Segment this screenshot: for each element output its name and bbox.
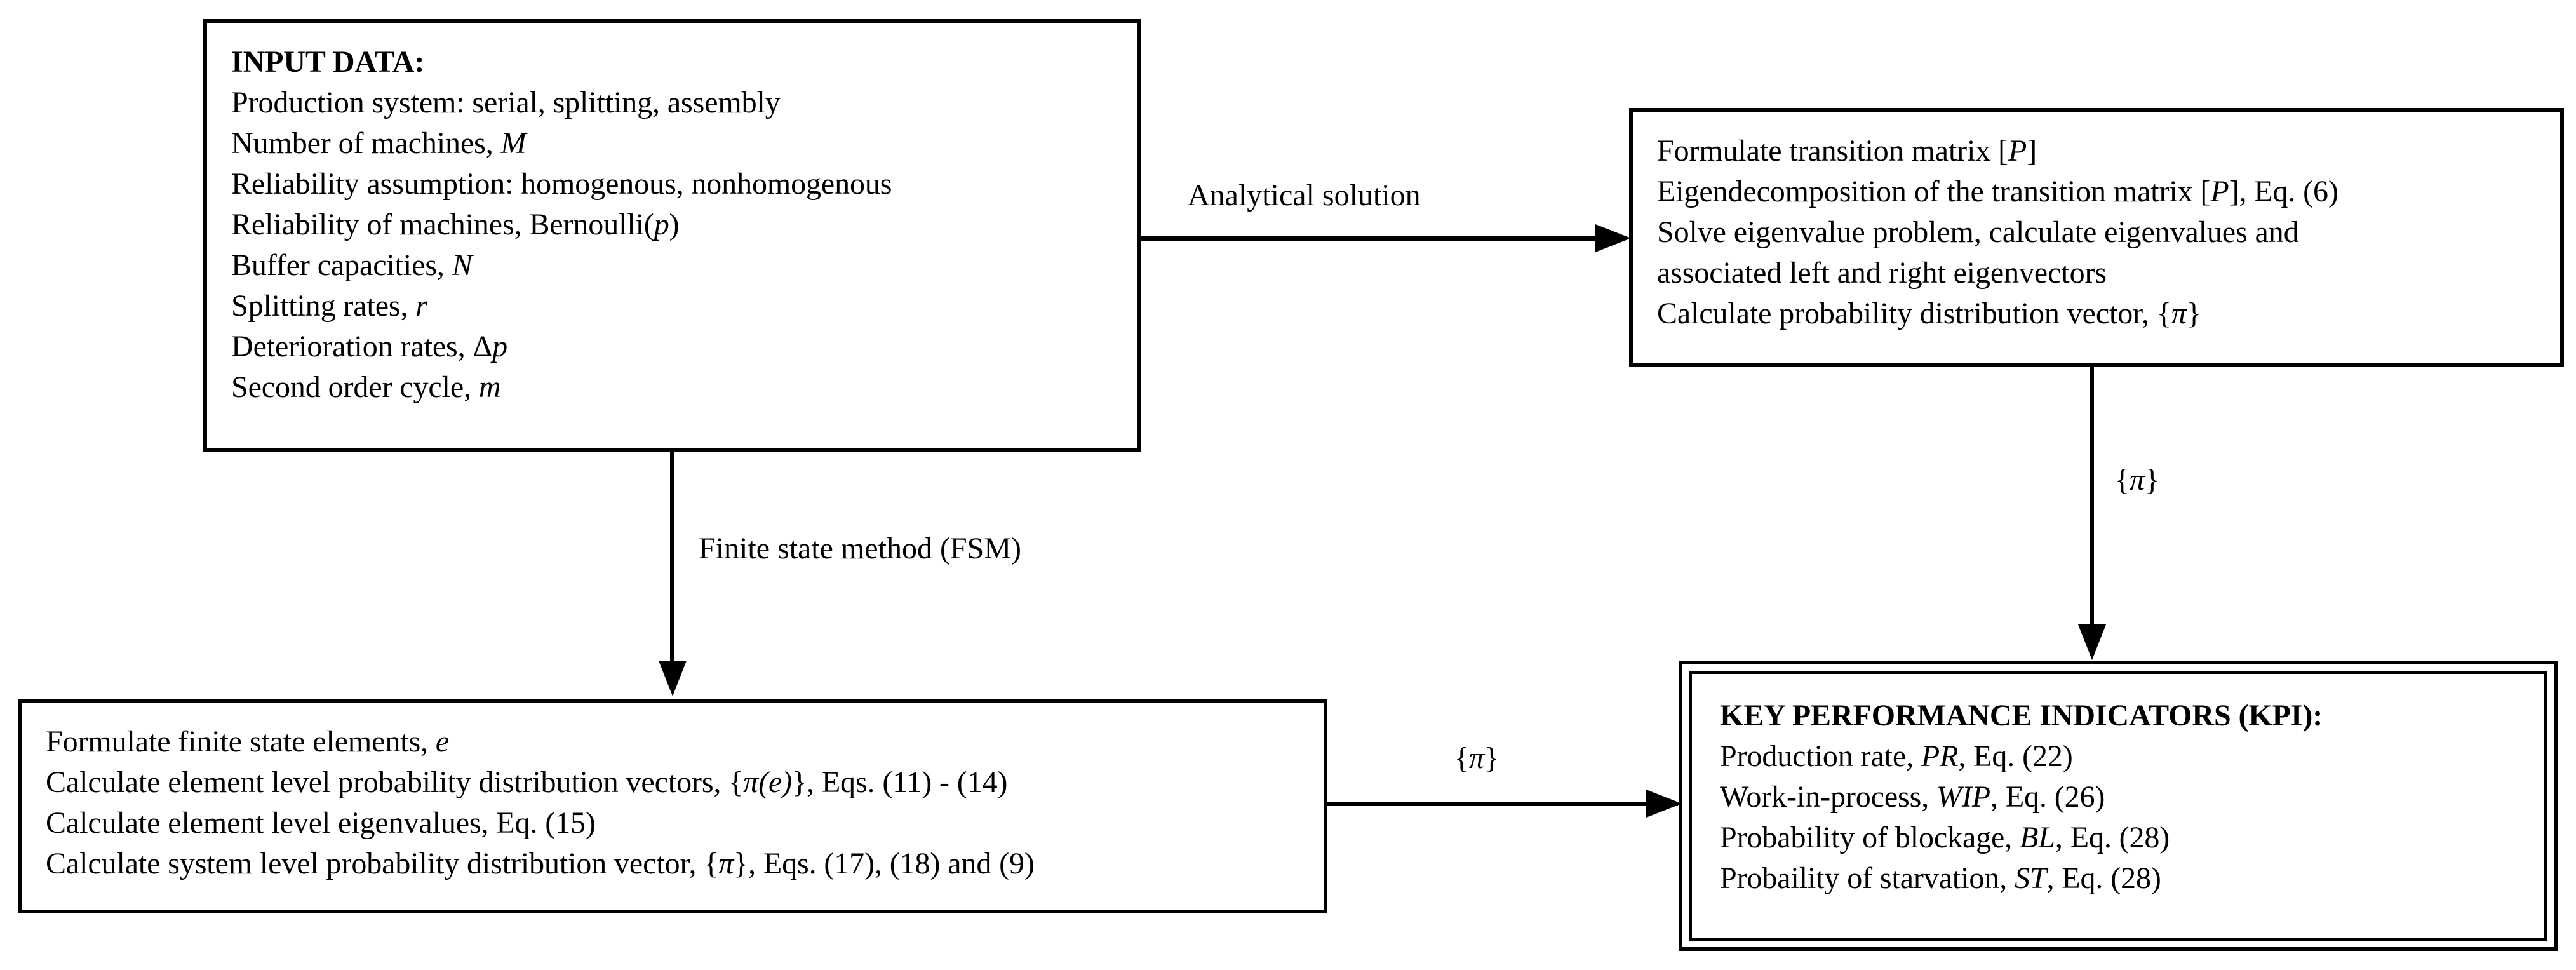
input-data-heading: INPUT DATA: (231, 45, 425, 79)
analytical-solution-box: Formulate transition matrix [P] Eigendec… (1629, 108, 2564, 367)
symbol-wip: WIP (1936, 780, 1991, 814)
kpi-line-3: Probability of blockage, BL, Eq. (28) (1720, 821, 2170, 854)
analytical-line-2: Eigendecomposition of the transition mat… (1657, 175, 2338, 208)
input-data-line-2: Number of machines, M (231, 126, 527, 160)
input-data-line-3: Reliability assumption: homogenous, nonh… (231, 167, 892, 201)
symbol-pi-edge-v: π (2130, 463, 2145, 497)
kpi-line-2: Work-in-process, WIP, Eq. (26) (1720, 780, 2105, 814)
input-data-line-7: Deterioration rates, Δp (231, 330, 508, 363)
input-data-text-block: INPUT DATA: Production system: serial, s… (207, 23, 1137, 448)
input-data-line-8: Second order cycle, m (231, 370, 501, 404)
symbol-n: N (452, 248, 473, 282)
fsm-line-2: Calculate element level probability dist… (46, 765, 1008, 799)
fsm-text-block: Formulate finite state elements, e Calcu… (22, 703, 1324, 910)
input-data-line-6: Splitting rates, r (231, 289, 427, 323)
symbol-pi: π (2171, 297, 2187, 330)
symbol-pr: PR (1921, 739, 1959, 773)
fsm-line-1: Formulate finite state elements, e (46, 725, 450, 758)
fsm-box: Formulate finite state elements, e Calcu… (18, 699, 1327, 913)
symbol-pi-e: π(e) (743, 765, 793, 799)
input-data-line-4: Reliability of machines, Bernoulli(p) (231, 208, 680, 241)
analytical-line-1: Formulate transition matrix [P] (1657, 134, 2037, 168)
edge-pi-horizontal-label: {π} (1454, 741, 1499, 775)
symbol-pi-edge-h: π (1469, 741, 1485, 775)
symbol-p-matrix: P (2008, 134, 2027, 168)
symbol-st: ST (2015, 861, 2047, 895)
arrow-right-icon (1595, 224, 1631, 252)
symbol-m-lower: m (478, 370, 501, 404)
analytical-line-3: Solve eigenvalue problem, calculate eige… (1657, 215, 2299, 249)
input-data-line-5: Buffer capacities, N (231, 248, 473, 282)
edge-analytical-label: Analytical solution (1188, 179, 1421, 212)
edge-pi-vertical-line (2090, 367, 2094, 632)
input-data-box: INPUT DATA: Production system: serial, s… (203, 19, 1141, 452)
kpi-heading: KEY PERFORMANCE INDICATORS (KPI): (1720, 699, 2323, 732)
analytical-text-block: Formulate transition matrix [P] Eigendec… (1633, 112, 2560, 363)
kpi-line-1: Production rate, PR, Eq. (22) (1720, 739, 2073, 773)
kpi-inner-border: KEY PERFORMANCE INDICATORS (KPI): Produc… (1689, 671, 2547, 941)
symbol-pi-sys: π (718, 847, 734, 880)
symbol-bl: BL (2020, 821, 2055, 854)
symbol-e: e (435, 725, 450, 758)
symbol-r: r (415, 289, 427, 323)
symbol-delta-p: p (492, 330, 508, 363)
symbol-p-matrix-2: P (2210, 175, 2229, 208)
arrow-right-icon-2 (1646, 790, 1682, 818)
analytical-line-4: associated left and right eigenvectors (1657, 256, 2107, 290)
arrow-down-icon-2 (2078, 624, 2106, 660)
symbol-m: M (500, 126, 527, 160)
edge-analytical-line (1141, 236, 1623, 241)
edge-pi-vertical-label: {π} (2115, 463, 2160, 497)
edge-fsm-line (670, 452, 674, 668)
kpi-box: KEY PERFORMANCE INDICATORS (KPI): Produc… (1679, 661, 2558, 951)
kpi-text-block: KEY PERFORMANCE INDICATORS (KPI): Produc… (1692, 674, 2544, 938)
edge-pi-horizontal-line (1327, 802, 1678, 806)
arrow-down-icon (659, 661, 687, 696)
analytical-line-5: Calculate probability distribution vecto… (1657, 297, 2201, 330)
fsm-line-4: Calculate system level probability distr… (46, 847, 1035, 880)
fsm-line-3: Calculate element level eigenvalues, Eq.… (46, 806, 596, 840)
input-data-line-1: Production system: serial, splitting, as… (231, 86, 781, 119)
edge-fsm-label: Finite state method (FSM) (699, 532, 1021, 565)
symbol-p: p (654, 208, 669, 241)
kpi-line-4: Probaility of starvation, ST, Eq. (28) (1720, 861, 2161, 895)
